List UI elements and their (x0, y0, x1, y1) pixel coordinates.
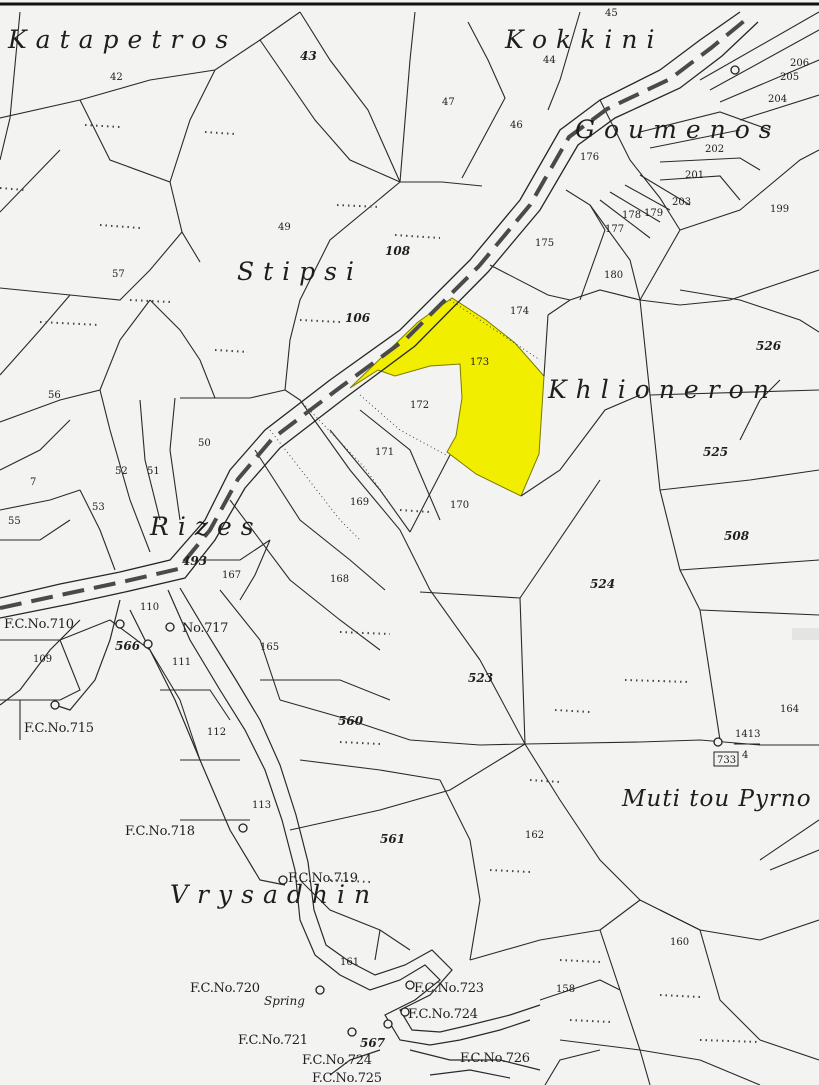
parcel-number: 162 (525, 830, 544, 841)
place-name-rizes: Rizes (149, 512, 263, 541)
parcel-number: 172 (410, 400, 429, 411)
parcel-number: 46 (510, 120, 523, 131)
parcel-number: 177 (605, 224, 624, 235)
parcel-number: 199 (770, 204, 789, 215)
parcel-number: 176 (580, 152, 599, 163)
parcel-number: 178 (622, 210, 641, 221)
fountain-symbols (50, 65, 740, 1037)
place-name-spring: Spring (264, 994, 305, 1008)
parcel-number: 51 (147, 466, 160, 477)
parcel-number: 526 (756, 339, 782, 353)
parcel-number: 204 (768, 94, 787, 105)
parcel-number: 733 (717, 755, 736, 766)
parcel-number: 47 (442, 97, 455, 108)
parcel-number: 158 (556, 984, 575, 995)
parcel-number: 179 (644, 208, 663, 219)
parcel-number: 1413 (735, 729, 760, 740)
parcel-number: 44 (543, 55, 556, 66)
fountain-label: F.C.No.720 (190, 981, 260, 996)
parcel-number: 561 (380, 832, 405, 846)
parcel-number: 523 (468, 671, 493, 685)
parcel-number: 112 (207, 727, 226, 738)
river-and-tracks (0, 587, 541, 1079)
fountain-label: F.C.No.726 (460, 1051, 530, 1066)
place-name-muti-tou-pyrno: Muti tou Pyrno (621, 786, 812, 812)
place-name-vrysadhin: Vrysadhin (170, 880, 379, 909)
parcel-number: 205 (780, 72, 799, 83)
fountain-label: F.C.No.718 (125, 824, 195, 839)
parcel-number: 169 (350, 497, 369, 508)
parcel-number: 164 (780, 704, 799, 715)
place-name-khlioneron: Khlioneron (547, 375, 778, 404)
parcel-number: 493 (182, 554, 207, 568)
place-names: Katapetros Kokkini Goumenos Stipsi Khlio… (7, 25, 812, 1008)
parcel-number: 201 (685, 170, 704, 181)
parcel-number: 49 (278, 222, 291, 233)
place-name-kokkini: Kokkini (504, 25, 663, 54)
parcel-number: 165 (260, 642, 279, 653)
fountain-label: No.717 (182, 621, 228, 636)
parcel-number: 171 (375, 447, 394, 458)
main-road (0, 11, 759, 619)
parcel-number: 7 (30, 477, 36, 488)
parcel-number: 108 (385, 244, 411, 258)
parcel-number: 42 (110, 72, 123, 83)
fountain-label: F.C.No.725 (312, 1071, 382, 1085)
parcel-number: 160 (670, 937, 689, 948)
hatched-boundaries (0, 124, 761, 1043)
fountain-label: F.C.No.715 (24, 721, 94, 736)
parcel-number: 566 (115, 639, 141, 653)
parcel-number: 57 (112, 269, 125, 280)
parcel-number: 50 (198, 438, 211, 449)
parcel-numbers: 42 43 44 45 46 47 49 50 51 52 53 55 56 5… (8, 8, 809, 1050)
parcel-number: 110 (140, 602, 159, 613)
parcel-number: 4 (742, 750, 748, 761)
parcel-number: 113 (252, 800, 271, 811)
parcel-number: 109 (33, 654, 52, 665)
parcel-number: 174 (510, 306, 529, 317)
place-name-katapetros: Katapetros (7, 25, 237, 54)
parcel-number: 525 (703, 445, 728, 459)
fountain-label: F.C.No.723 (414, 981, 484, 996)
parcel-number: 53 (92, 502, 105, 513)
parcel-number: 43 (300, 49, 317, 63)
margin-smudge (792, 628, 819, 640)
parcel-number: 202 (705, 144, 724, 155)
parcel-number: 170 (450, 500, 469, 511)
parcel-number: 206 (790, 58, 809, 69)
fountain-label: F.C.No.721 (238, 1033, 308, 1048)
boxed-parcel-marker (713, 751, 739, 767)
fountain-labels: F.C.No.710 F.C.No.715 No.717 F.C.No.718 … (4, 617, 530, 1085)
parcel-number: 560 (338, 714, 364, 728)
parcel-number: 52 (115, 466, 128, 477)
parcel-number: 175 (535, 238, 554, 249)
parcel-number: 161 (340, 957, 359, 968)
parcel-number: 111 (172, 657, 191, 668)
parcel-number: 524 (590, 577, 615, 591)
fountain-label: F.C.No.719 (288, 871, 358, 886)
parcel-number: 567 (360, 1036, 386, 1050)
parcel-number: 168 (330, 574, 349, 585)
parcel-number: 56 (48, 390, 61, 401)
parcel-number: 55 (8, 516, 21, 527)
parcel-number: 508 (724, 529, 750, 543)
fountain-label: F.C.No.724 (408, 1007, 478, 1022)
parcel-number: 167 (222, 570, 241, 581)
highlighted-parcel[interactable] (349, 297, 545, 497)
parcel-number: 106 (345, 311, 371, 325)
place-name-goumenos: Goumenos (575, 115, 781, 144)
fountain-label: F.C.No.724 (302, 1053, 372, 1068)
place-name-stipsi: Stipsi (237, 257, 363, 286)
parcel-number: 45 (605, 8, 618, 19)
fountain-label: F.C.No.710 (4, 617, 74, 632)
parcel-number: 180 (604, 270, 623, 281)
parcel-number: 203 (672, 197, 691, 208)
parcel-number: 173 (470, 357, 489, 368)
